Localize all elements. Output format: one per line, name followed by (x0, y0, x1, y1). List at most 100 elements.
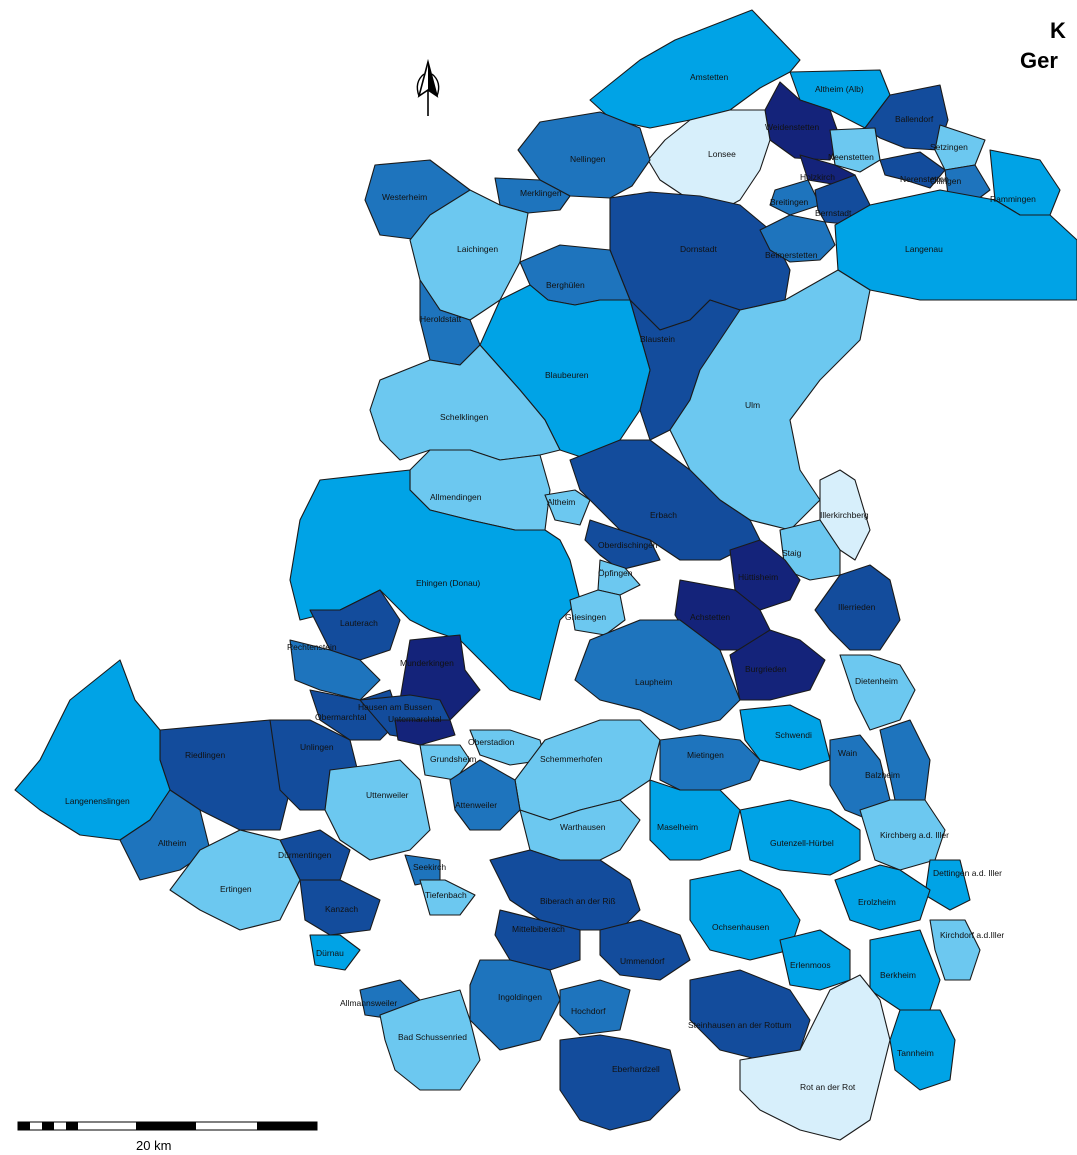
region-neenstetten[interactable] (829, 127, 881, 173)
region-tannheim[interactable] (889, 1009, 956, 1091)
region-burgrieden[interactable] (729, 629, 826, 701)
region-breitingen[interactable] (769, 179, 821, 216)
region-kirchberg-a-d-iller[interactable] (859, 799, 946, 871)
label-ummendorf: Ummendorf (620, 956, 665, 966)
region-attenweiler[interactable] (449, 759, 521, 831)
label-altheim: Altheim (158, 838, 186, 848)
label-heroldstatt: Heroldstatt (420, 314, 462, 324)
region-öpfingen[interactable] (597, 559, 641, 596)
label-staig: Staig (782, 548, 802, 558)
region-ummendorf[interactable] (599, 919, 691, 981)
label-mittelbiberach: Mittelbiberach (512, 924, 565, 934)
region-schemmerhofen[interactable] (514, 719, 661, 821)
label-langenenslingen: Langenenslingen (65, 796, 130, 806)
region-nellingen[interactable] (517, 111, 651, 199)
label-hausen-am-bussen: Hausen am Bussen (358, 702, 432, 712)
label-öpfingen: Öpfingen (598, 568, 633, 578)
label-blaustein: Blaustein (640, 334, 675, 344)
label-schelklingen: Schelklingen (440, 412, 488, 422)
region-dietenheim[interactable] (839, 654, 916, 731)
region-schwendi[interactable] (739, 704, 831, 771)
label-ehingen-donau: Ehingen (Donau) (416, 578, 480, 588)
label-mietingen: Mietingen (687, 750, 724, 760)
region-altheim[interactable] (119, 789, 211, 881)
region-bad-schussenried[interactable] (379, 989, 481, 1091)
region-rechtenstein[interactable] (289, 639, 381, 701)
region-langenenslingen[interactable] (14, 659, 171, 841)
region-altheim[interactable] (544, 489, 591, 526)
label-riedlingen: Riedlingen (185, 750, 225, 760)
region-ertingen[interactable] (169, 829, 301, 931)
region-rot-an-der-rot[interactable] (739, 974, 891, 1141)
region-maselheim[interactable] (649, 779, 741, 861)
label-untermarchtal: Untermarchtal (388, 714, 441, 724)
label-dürmentingen: Dürmentingen (278, 850, 332, 860)
label-illerrieden: Illerrieden (838, 602, 876, 612)
region-erolzheim[interactable] (834, 864, 931, 931)
region-gutenzell-hürbel[interactable] (739, 799, 861, 876)
region-untermarchtal[interactable] (394, 719, 456, 746)
label-burgrieden: Burgrieden (745, 664, 787, 674)
label-altheim: Altheim (547, 497, 575, 507)
region-hochdorf[interactable] (559, 979, 631, 1036)
label-hüttisheim: Hüttisheim (738, 572, 778, 582)
region-beimerstetten[interactable] (759, 214, 836, 263)
label-oberstadion: Oberstadion (468, 737, 515, 747)
map-title-line2: Ger (1020, 48, 1058, 73)
label-erlenmoos: Erlenmoos (790, 960, 831, 970)
label-dietenheim: Dietenheim (855, 676, 898, 686)
label-breitingen: Breitingen (770, 197, 809, 207)
label-unlingen: Unlingen (300, 742, 334, 752)
label-merklingen: Merklingen (520, 188, 562, 198)
region-mietingen[interactable] (659, 734, 761, 791)
label-bernstadt: Bernstadt (815, 208, 852, 218)
label-munderkingen: Munderkingen (400, 658, 454, 668)
label-ertingen: Ertingen (220, 884, 252, 894)
region-eberhardzell[interactable] (559, 1034, 681, 1131)
region-laupheim[interactable] (574, 619, 741, 731)
label-öllingen: Öllingen (930, 176, 961, 186)
region-dürnau[interactable] (309, 934, 361, 971)
label-attenweiler: Attenweiler (455, 800, 497, 810)
label-allmendingen: Allmendingen (430, 492, 482, 502)
label-ingoldingen: Ingoldingen (498, 992, 542, 1002)
region-ingoldingen[interactable] (469, 959, 561, 1051)
label-ochsenhausen: Ochsenhausen (712, 922, 769, 932)
label-nellingen: Nellingen (570, 154, 606, 164)
region-griesingen[interactable] (569, 589, 626, 636)
label-biberach-an-der-riß: Biberach an der Riß (540, 896, 616, 906)
label-weidenstetten: Weidenstetten (765, 122, 819, 132)
label-warthausen: Warthausen (560, 822, 606, 832)
region-tiefenbach[interactable] (419, 879, 476, 916)
region-balzheim[interactable] (879, 719, 931, 801)
label-wain: Wain (838, 748, 857, 758)
region-illerrieden[interactable] (814, 564, 901, 651)
region-biberach-an-der-riß[interactable] (489, 849, 641, 931)
region-grundsheim[interactable] (419, 744, 471, 781)
label-laichingen: Laichingen (457, 244, 498, 254)
label-seekirch: Seekirch (413, 862, 446, 872)
region-mittelbiberach[interactable] (494, 909, 581, 971)
municipality-regions (14, 9, 1077, 1141)
scale-bar: 20 km (17, 1121, 318, 1153)
label-grundsheim: Grundsheim (430, 754, 476, 764)
region-kanzach[interactable] (299, 879, 381, 936)
region-uttenweiler[interactable] (324, 759, 431, 861)
label-lauterach: Lauterach (340, 618, 378, 628)
label-kanzach: Kanzach (325, 904, 358, 914)
map-title-line1: K (1050, 18, 1066, 43)
label-eberhardzell: Eberhardzell (612, 1064, 660, 1074)
label-holzkirch: Holzkirch (800, 172, 835, 182)
region-nerenstetten[interactable] (879, 151, 946, 189)
label-langenau: Langenau (905, 244, 943, 254)
region-langenau[interactable] (834, 189, 1077, 301)
label-rechtenstein: Rechtenstein (287, 642, 337, 652)
label-beimerstetten: Beimerstetten (765, 250, 818, 260)
label-rot-an-der-rot: Rot an der Rot (800, 1082, 856, 1092)
region-kirchdorf-a-d-iller[interactable] (929, 919, 981, 981)
region-oberdischingen[interactable] (584, 519, 661, 571)
label-oberdischingen: Oberdischingen (598, 540, 658, 550)
label-steinhausen-an-der-rottum: Steinhausen an der Rottum (688, 1020, 791, 1030)
label-tiefenbach: Tiefenbach (425, 890, 467, 900)
